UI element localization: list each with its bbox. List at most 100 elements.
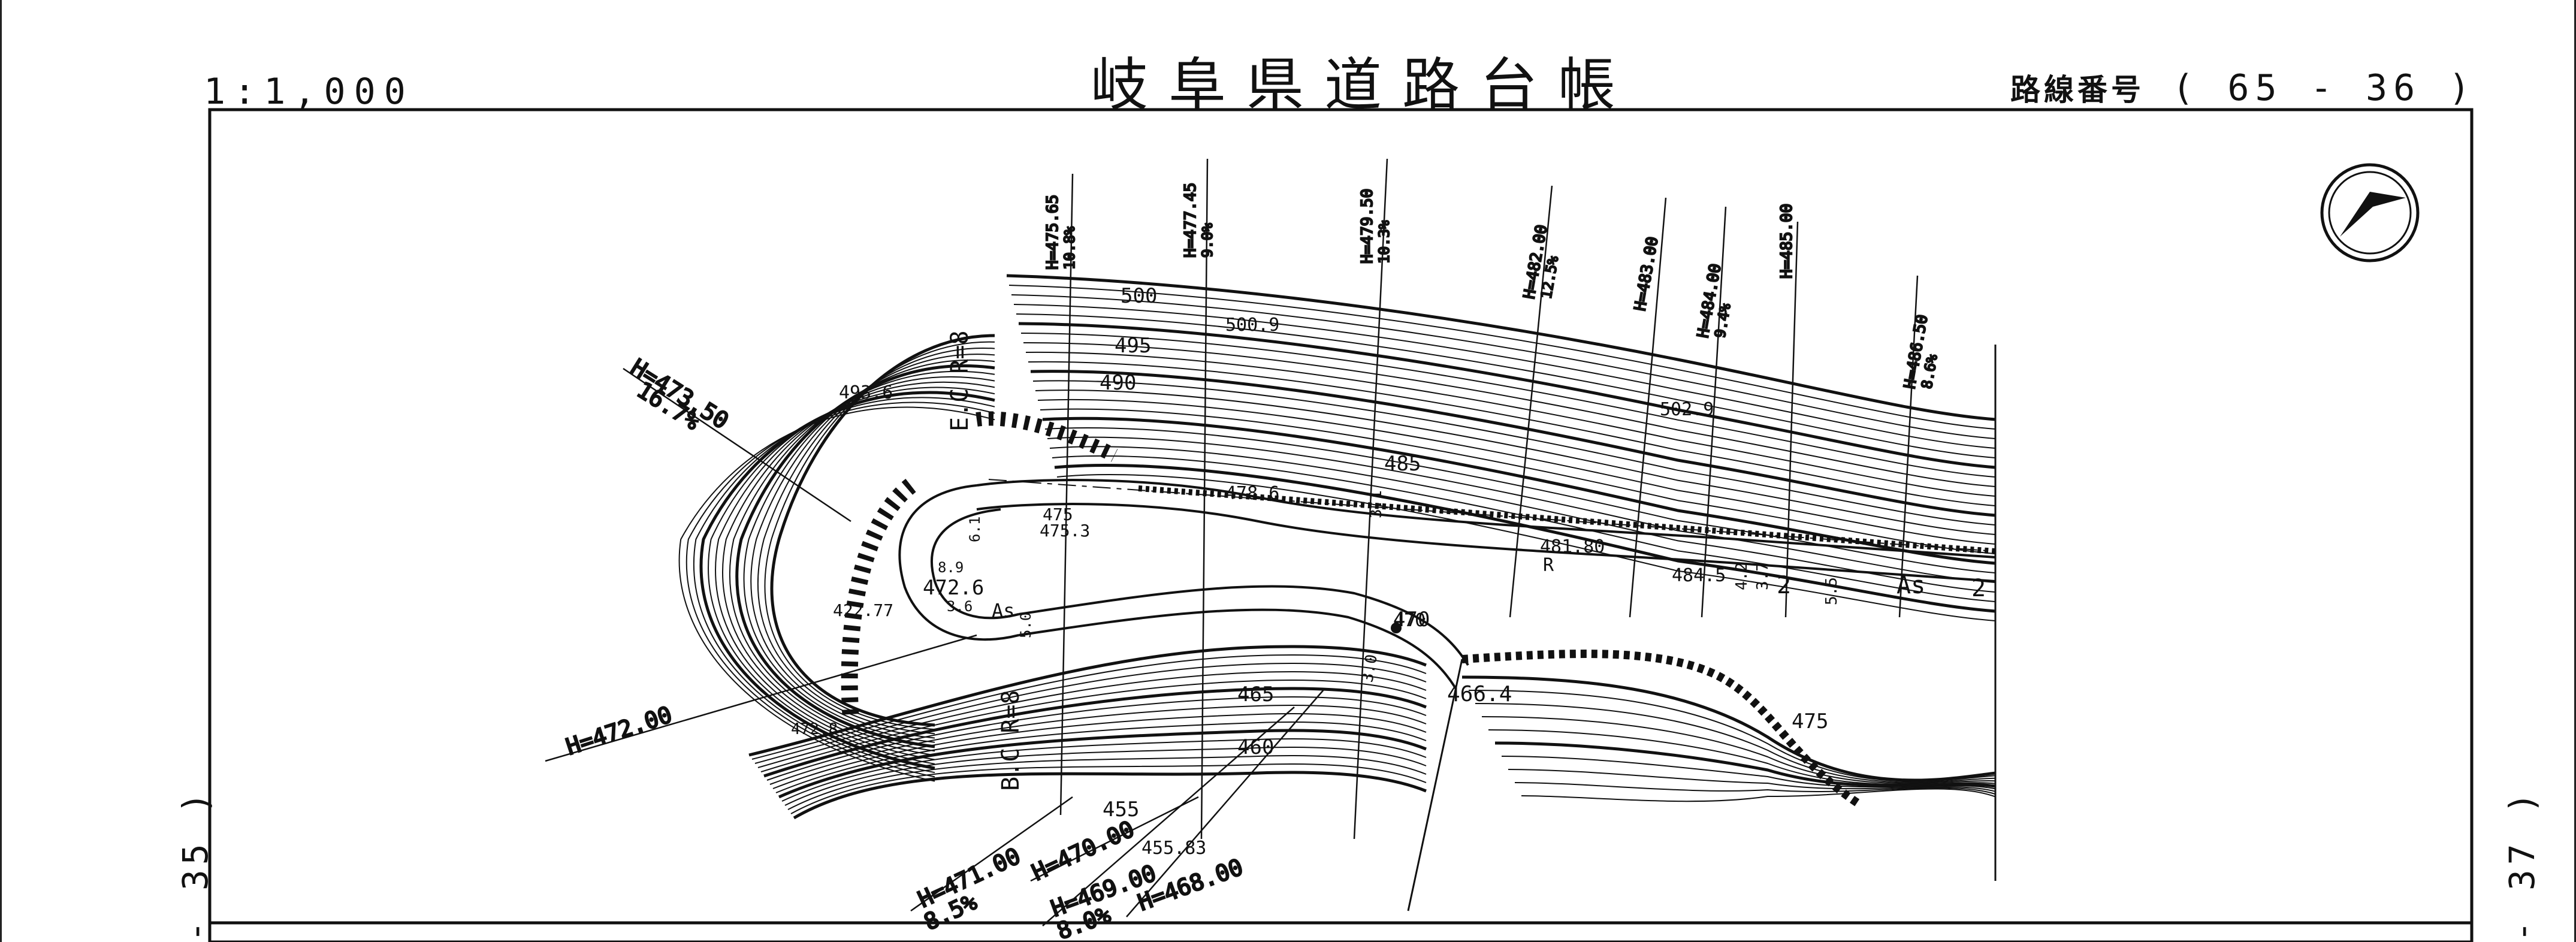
- spot-height: 466.4: [1447, 682, 1512, 707]
- route-number: 路線番号 ( 65 - 36 ): [2010, 66, 2476, 109]
- contour-line: [750, 354, 995, 739]
- road-surface-mark: 3.6: [947, 598, 973, 615]
- contour-line: [770, 334, 995, 727]
- section-line: [1200, 158, 1209, 840]
- contour-line: [1008, 285, 1996, 430]
- contour-line: [1494, 741, 1996, 788]
- spot-height: 484.5: [1672, 565, 1726, 586]
- curve-label-bc: B.C R=8: [997, 690, 1025, 791]
- contour-line: [722, 376, 995, 756]
- curve-label-ec: E.C R=8: [946, 330, 974, 431]
- contour-line: [1461, 675, 1996, 782]
- road-surface-mark: As: [1896, 572, 1925, 599]
- road-surface-mark: 5.0: [1017, 612, 1034, 638]
- contour-line: [1018, 322, 1996, 469]
- route-number-label: 路線番号: [2010, 73, 2145, 107]
- contour-line: [764, 341, 995, 730]
- route-number-value: ( 65 - 36 ): [2172, 67, 2477, 109]
- road-surface-mark: 6.1: [967, 517, 983, 542]
- contour-line: [1056, 473, 1996, 621]
- section-line: [1353, 158, 1388, 840]
- contour-line: [1040, 408, 1996, 554]
- section-elevation-label: H=475.65: [1044, 195, 1062, 270]
- contour-line: [715, 381, 995, 760]
- contour-line: [1481, 716, 1996, 784]
- contour-line: [784, 747, 1427, 806]
- road-surface-mark: As: [992, 599, 1015, 622]
- contour-line: [1020, 333, 1996, 478]
- contour-line: [1028, 361, 1996, 506]
- contour-label-455: 455: [1103, 798, 1139, 822]
- section-line: [1509, 185, 1553, 618]
- contour-line: [793, 771, 1427, 820]
- section-line: [1059, 173, 1074, 816]
- road-surface-mark: 3.0: [1358, 653, 1381, 684]
- page-edge-left: [0, 0, 2, 942]
- section-line: [1701, 206, 1727, 618]
- contour-line: [1468, 690, 1996, 782]
- spot-height: 478.6: [1225, 483, 1279, 504]
- section-elevation-label: H=477.45: [1182, 183, 1200, 258]
- contour-label-485: 485: [1384, 452, 1421, 476]
- road-surface-mark: 3.7: [1754, 562, 1772, 590]
- contour-line: [760, 680, 1427, 772]
- contour-line: [678, 406, 995, 782]
- spot-height: 475: [1043, 505, 1073, 524]
- contour-line: [1514, 782, 1996, 795]
- contour-line: [1037, 398, 1996, 545]
- section-line: [1126, 689, 1325, 917]
- contour-line: [775, 721, 1427, 793]
- contour-line: [772, 713, 1427, 789]
- spot-height-point: [1391, 623, 1402, 633]
- contour-line: [1042, 416, 1996, 565]
- contour-line: [766, 696, 1427, 781]
- contour-line: [1032, 380, 1996, 526]
- contour-line: [787, 755, 1427, 810]
- contour-line: [1049, 446, 1996, 593]
- contour-line: [1488, 729, 1996, 785]
- contour-line: [729, 370, 995, 752]
- contour-label-475: 475: [1792, 709, 1828, 733]
- contour-line: [1047, 436, 1996, 583]
- contour-label-500: 500: [1121, 284, 1157, 308]
- contour-line: [1011, 294, 1996, 439]
- road-surface-mark: 8.9: [938, 559, 964, 576]
- contour-line: [1006, 274, 1996, 421]
- contour-line: [769, 705, 1427, 785]
- road-surface-mark: R: [1543, 555, 1554, 576]
- contour-lines: [678, 274, 1996, 820]
- contour-line: [778, 729, 1427, 799]
- spot-height: 455.83: [1141, 838, 1206, 859]
- contour-line: [1501, 756, 1996, 790]
- section-elevation-label: H=472.00: [563, 701, 675, 760]
- contour-line: [1030, 370, 1996, 517]
- contour-line: [735, 364, 995, 748]
- section-line: [1629, 197, 1667, 618]
- contour-line: [1521, 788, 1996, 802]
- spot-height: 475.3: [1040, 521, 1090, 541]
- section-line: [910, 796, 1073, 912]
- contour-line: [685, 401, 995, 778]
- contour-line: [1013, 304, 1996, 449]
- contour-line: [754, 663, 1427, 764]
- spot-height: 502.9: [1660, 399, 1714, 420]
- contour-line: [751, 654, 1427, 760]
- section-grade-label: 10.3%: [1376, 220, 1393, 264]
- contour-line: [1016, 313, 1996, 458]
- survey-limit-break: [1407, 659, 1463, 911]
- section-line: [545, 634, 977, 762]
- contour-line: [708, 387, 995, 765]
- north-arrow-icon: [2320, 163, 2420, 262]
- contour-line: [781, 738, 1427, 802]
- contour-line: [693, 397, 995, 774]
- spot-height: 422.77: [833, 600, 893, 620]
- contour-line: [699, 391, 995, 770]
- page-edge-right: [2574, 0, 2576, 942]
- road-surface-mark: 3.1: [1367, 490, 1385, 518]
- section-line: [1898, 275, 1919, 618]
- contour-line: [757, 671, 1427, 768]
- section-line: [1784, 221, 1799, 618]
- spot-height: 472.6: [923, 576, 984, 600]
